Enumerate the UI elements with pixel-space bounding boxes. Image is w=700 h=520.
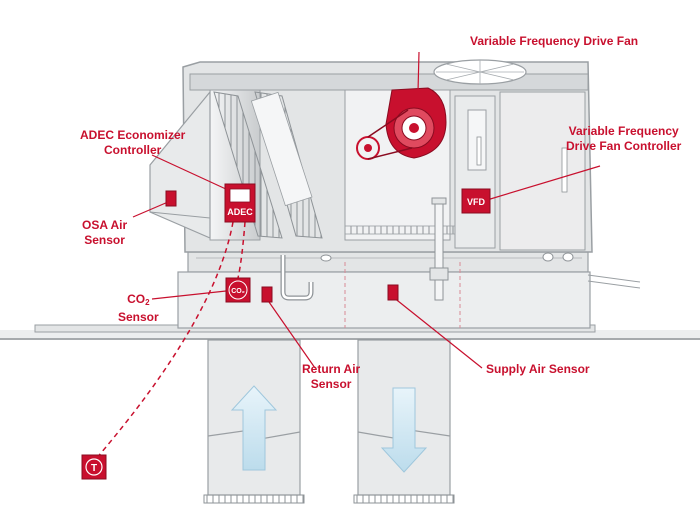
thermostat-device-label: T	[91, 463, 97, 474]
label-return-line2: Sensor	[310, 377, 352, 391]
leader-lines	[132, 51, 601, 369]
label-adec-line2: Controller	[104, 143, 162, 157]
label-osa-line1: OSA Air	[82, 218, 128, 232]
supply-airflow-arrow-icon	[380, 387, 428, 473]
co2-device-label: CO₂	[231, 288, 245, 295]
thermostat: T	[81, 454, 107, 480]
return-airflow-arrow-icon	[230, 385, 278, 471]
label-osa-line2: Sensor	[84, 233, 125, 247]
label-vfd-fan-text: Variable Frequency Drive Fan	[470, 34, 639, 48]
label-co2-main: CO	[127, 292, 146, 306]
label-vfd-controller-line2: Drive Fan Controller	[566, 139, 682, 153]
adec-device-label: ADEC	[227, 207, 253, 217]
label-supply-air-sensor: Supply Air Sensor	[486, 362, 590, 377]
label-co2-line2: Sensor	[118, 310, 159, 324]
label-co2-sub: 2	[145, 298, 150, 307]
co2-sensor-box: CO₂	[225, 277, 251, 303]
vfd-device-label: VFD	[467, 197, 486, 207]
vfd-controller-box: VFD	[461, 188, 491, 214]
condensate-pipe	[280, 197, 449, 301]
label-vfd-controller-line1: Variable Frequency	[568, 124, 679, 138]
label-supply-text: Supply Air Sensor	[486, 362, 590, 376]
label-return-line1: Return Air	[302, 362, 361, 376]
label-adec-line1: ADEC Economizer	[80, 128, 186, 142]
label-co2-sensor: CO2 Sensor	[118, 292, 159, 325]
label-vfd-fan: Variable Frequency Drive Fan	[470, 34, 638, 49]
unit-base	[177, 251, 641, 329]
supply-air-sensor-box	[387, 284, 399, 301]
return-air-sensor-box	[261, 286, 273, 303]
unit-cabinet	[182, 59, 593, 262]
label-return-air-sensor: Return Air Sensor	[302, 362, 360, 392]
label-vfd-controller: Variable Frequency Drive Fan Controller	[566, 124, 681, 154]
adec-wire-1	[94, 221, 234, 461]
vfd-fan	[356, 87, 447, 160]
label-osa-sensor: OSA Air Sensor	[82, 218, 127, 248]
osa-sensor-box	[165, 190, 177, 207]
label-adec-controller: ADEC Economizer Controller	[80, 128, 185, 158]
adec-controller: ADEC	[224, 183, 256, 223]
outside-air-hood	[149, 90, 211, 239]
